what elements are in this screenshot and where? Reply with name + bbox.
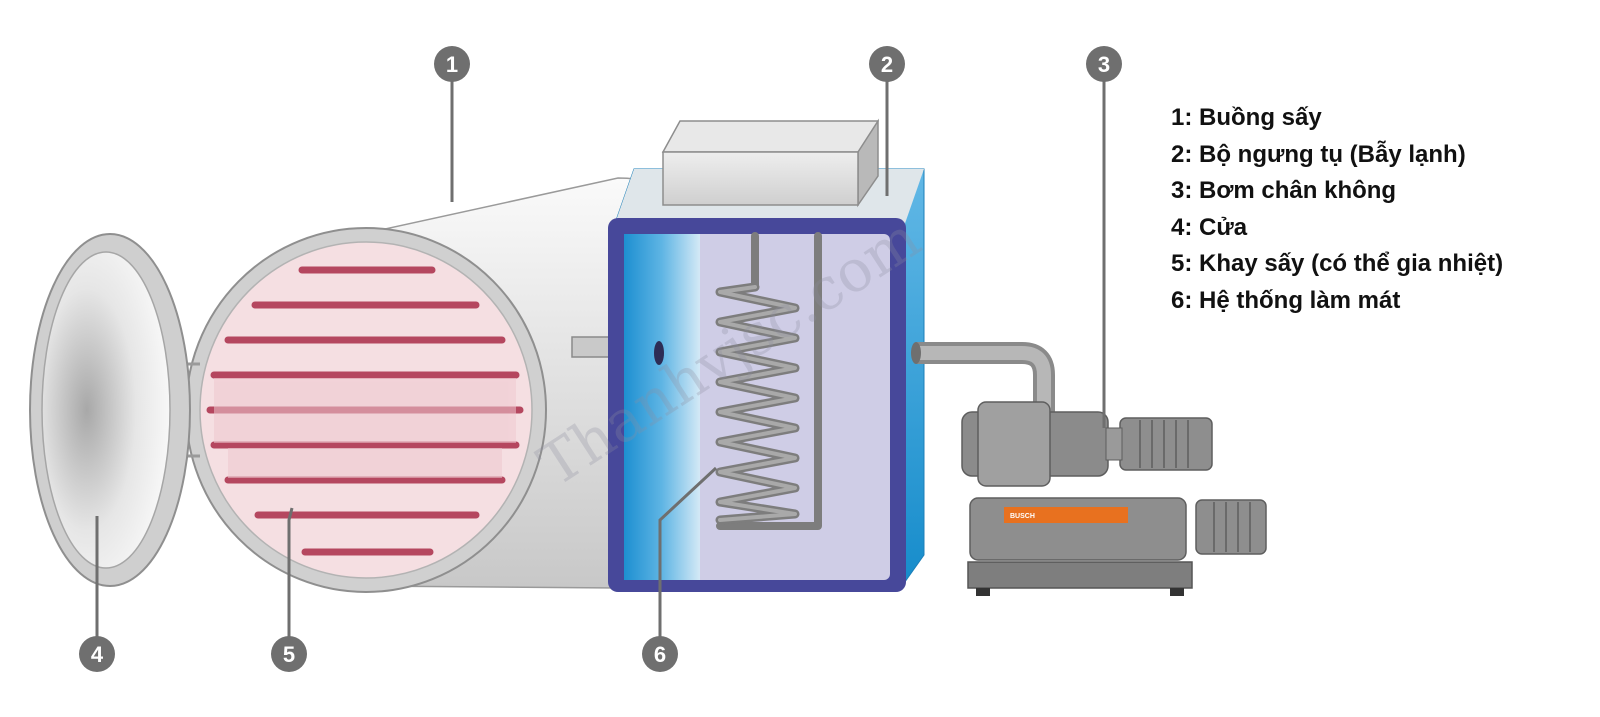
callout-5: 5: [271, 636, 307, 672]
callout-4-number: 4: [91, 642, 104, 667]
pump-brand-label: BUSCH: [1010, 513, 1035, 520]
door-face: [41, 251, 171, 569]
top-unit: [661, 118, 879, 208]
chamber-outlet-pipe: [571, 336, 615, 358]
legend-item-4: 4: Cửa: [1171, 213, 1248, 241]
condenser-inlet-port: [654, 341, 664, 365]
legend-item-2: 2: Bộ ngưng tụ (Bẫy lạnh): [1171, 140, 1466, 168]
legend-item-3: 3: Bơm chân không: [1171, 177, 1397, 204]
leader-lines: [95, 80, 1106, 637]
leader-line-5: [287, 507, 294, 637]
drying-trays: [206, 266, 524, 556]
callout-2: 2: [869, 46, 905, 82]
pump-motor: [1195, 499, 1267, 555]
pump-base: [967, 561, 1193, 589]
callout-2-number: 2: [881, 52, 893, 77]
condenser-window-blue: [624, 234, 700, 580]
callout-6: 6: [642, 636, 678, 672]
pump-brand-strip: [1004, 507, 1128, 523]
vacuum-pump: BUSCH: [911, 342, 1267, 596]
door: [29, 233, 200, 587]
leader-line-6: [658, 466, 718, 637]
callout-5-number: 5: [283, 642, 295, 667]
tray-shading: [214, 378, 516, 478]
legend-item-1: 1: Buồng sấy: [1171, 104, 1322, 131]
legend-item-5: 5: Khay sấy (có thể gia nhiệt): [1171, 250, 1504, 277]
legend: 1: Buồng sấy 2: Bộ ngưng tụ (Bẫy lạnh) 3…: [1171, 100, 1503, 319]
callout-1: 1: [434, 46, 470, 82]
legend-item-6: 6: Hệ thống làm mát: [1171, 286, 1401, 314]
callout-1-number: 1: [446, 52, 458, 77]
callout-3: 3: [1086, 46, 1122, 82]
callout-6-number: 6: [654, 642, 666, 667]
cooling-coil: [715, 232, 822, 530]
callout-4: 4: [79, 636, 115, 672]
coil-return-pipe: [716, 232, 822, 530]
callout-3-number: 3: [1098, 52, 1110, 77]
booster-motor: [1119, 417, 1213, 471]
